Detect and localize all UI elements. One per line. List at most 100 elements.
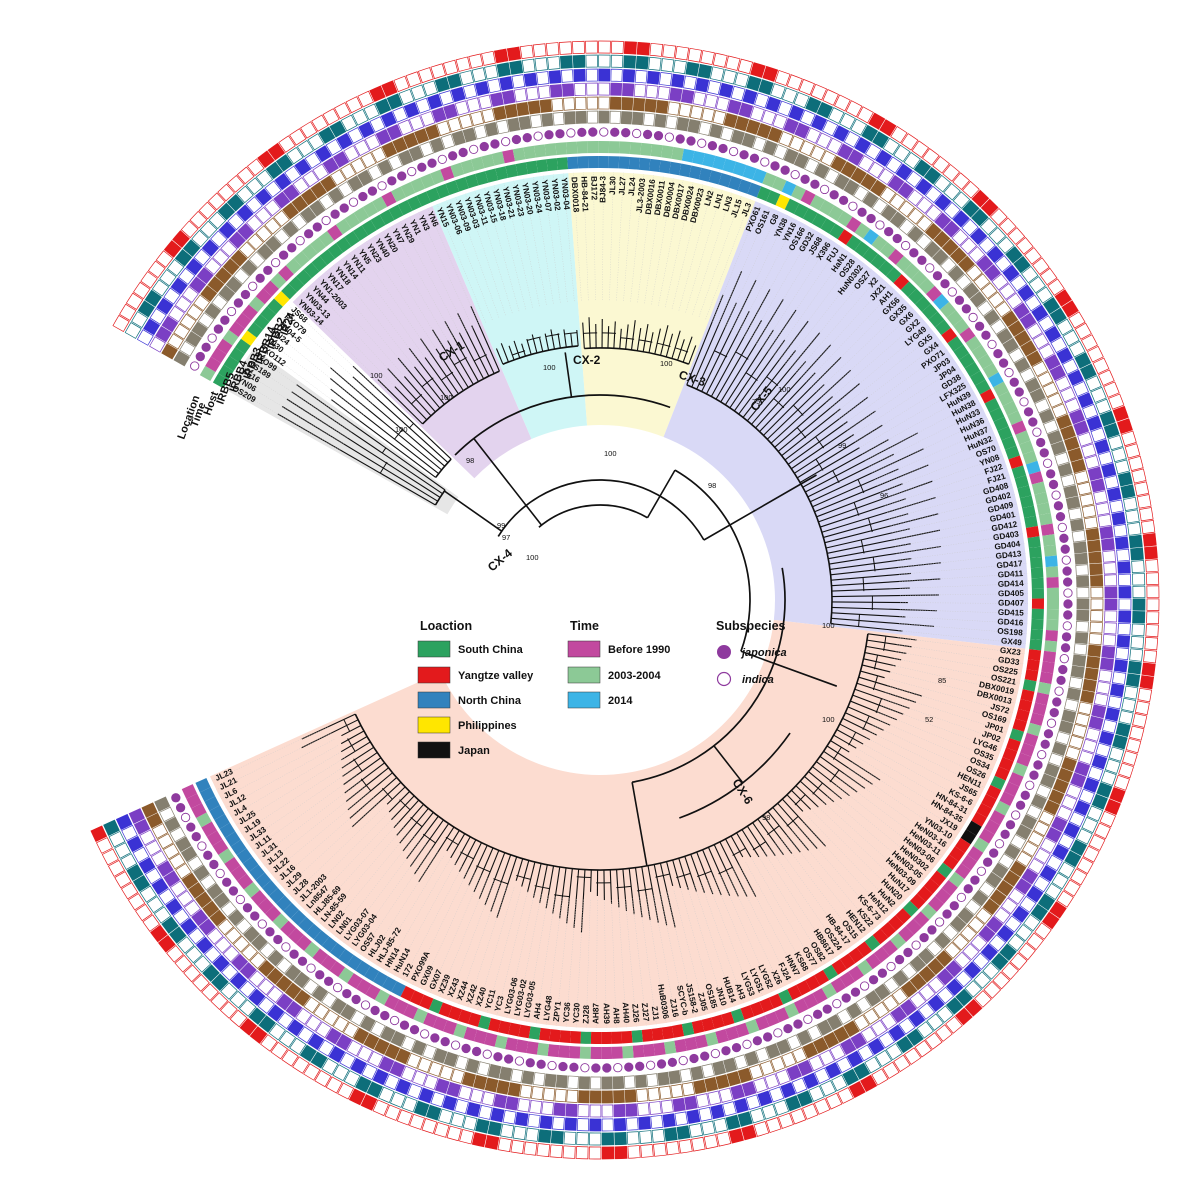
resistance-cell [636,1088,649,1102]
time-cell [681,148,695,163]
resistance-cell [186,304,204,321]
leaf-label: G8 [768,212,781,226]
tree-branch [839,723,871,741]
tree-branch [352,376,449,463]
host-marker [989,848,999,858]
resistance-cell [687,47,703,63]
resistance-cell [248,988,266,1007]
resistance-cell [839,112,856,130]
resistance-cell [328,1045,346,1063]
resistance-cell [808,1054,825,1072]
resistance-cell [1130,547,1144,561]
location-cell [598,156,609,169]
resistance-cell [408,115,425,132]
tree-branch [344,762,385,794]
time-cell [918,278,935,295]
resistance-cell [612,1076,625,1090]
resistance-cell [153,906,172,924]
leaf-label: GD407 [998,599,1024,608]
resistance-cell [287,1019,305,1037]
resistance-cell [891,987,909,1005]
resistance-cell [951,228,969,246]
resistance-cell [799,109,816,126]
resistance-cell [1076,598,1090,610]
resistance-cell [925,204,943,222]
resistance-cell [1118,598,1132,611]
resistance-cell [384,1043,401,1060]
resistance-cell [534,57,548,72]
resistance-cell [417,1057,433,1073]
resistance-cell [267,1004,285,1022]
location-cell [329,942,346,959]
resistance-cell [963,961,982,979]
tree-sub-arc [347,738,356,752]
resistance-cell [484,121,499,137]
location-cell [1030,628,1044,641]
resistance-cell [372,1068,389,1086]
host-marker [1061,632,1072,642]
resistance-cell [259,942,276,959]
resistance-cell [1056,890,1074,908]
host-marker [370,1005,380,1016]
resistance-cell [330,169,347,186]
resistance-cell [284,165,302,183]
resistance-cell [1095,398,1112,415]
resistance-cell [1020,265,1039,284]
resistance-cell [318,1039,335,1057]
resistance-cell [367,164,383,181]
resistance-cell [1038,343,1055,360]
resistance-cell [406,1052,422,1069]
location-cell [1025,526,1040,539]
resistance-cell [107,859,126,877]
host-marker [886,961,896,972]
resistance-cell [610,82,623,96]
resistance-cell [1003,870,1021,887]
resistance-cell [646,70,660,85]
resistance-cell [709,123,723,139]
time-cell [312,948,329,965]
resistance-cell [434,76,450,93]
time-cell [971,344,988,361]
resistance-cell [517,1098,531,1113]
resistance-cell [848,1081,866,1099]
resistance-cell [1033,847,1051,865]
host-marker [963,884,973,894]
time-cell [191,803,207,819]
time-cell [927,895,944,912]
resistance-cell [177,267,196,285]
tree-branch [576,329,579,346]
location-cell [778,989,793,1005]
tree-branch [532,863,542,898]
host-marker [1059,654,1069,664]
resistance-cell [662,44,677,59]
location-cell [1027,536,1041,549]
resistance-cell [589,1104,602,1118]
resistance-cell [549,1144,563,1159]
time-cell [988,372,1004,388]
tree-branch [515,858,524,881]
resistance-cell [946,978,964,996]
resistance-cell [1146,598,1160,611]
clade-sector [568,172,756,437]
resistance-cell [853,185,870,202]
resistance-cell [979,217,998,236]
resistance-cell [896,1035,914,1054]
clade-sector [210,619,1026,1028]
resistance-cell [501,89,516,105]
clade-label-cx2: CX-2 [573,353,601,367]
resistance-cell [1051,872,1069,890]
tree-sub-arc [766,376,779,387]
resistance-cell [357,90,374,108]
clade-sector [292,206,532,479]
bootstrap-label: 75 [752,397,760,406]
time-cell [512,147,526,162]
tree-branch [286,398,441,498]
resistance-cell [230,249,248,267]
time-cell [248,296,265,313]
leaf-label: GD414 [998,579,1025,589]
tree-backbone-branch [473,437,543,526]
resistance-cell [623,41,637,55]
resistance-cell [943,201,961,220]
tree-sub-arc [872,557,876,572]
resistance-cell [471,1132,487,1148]
